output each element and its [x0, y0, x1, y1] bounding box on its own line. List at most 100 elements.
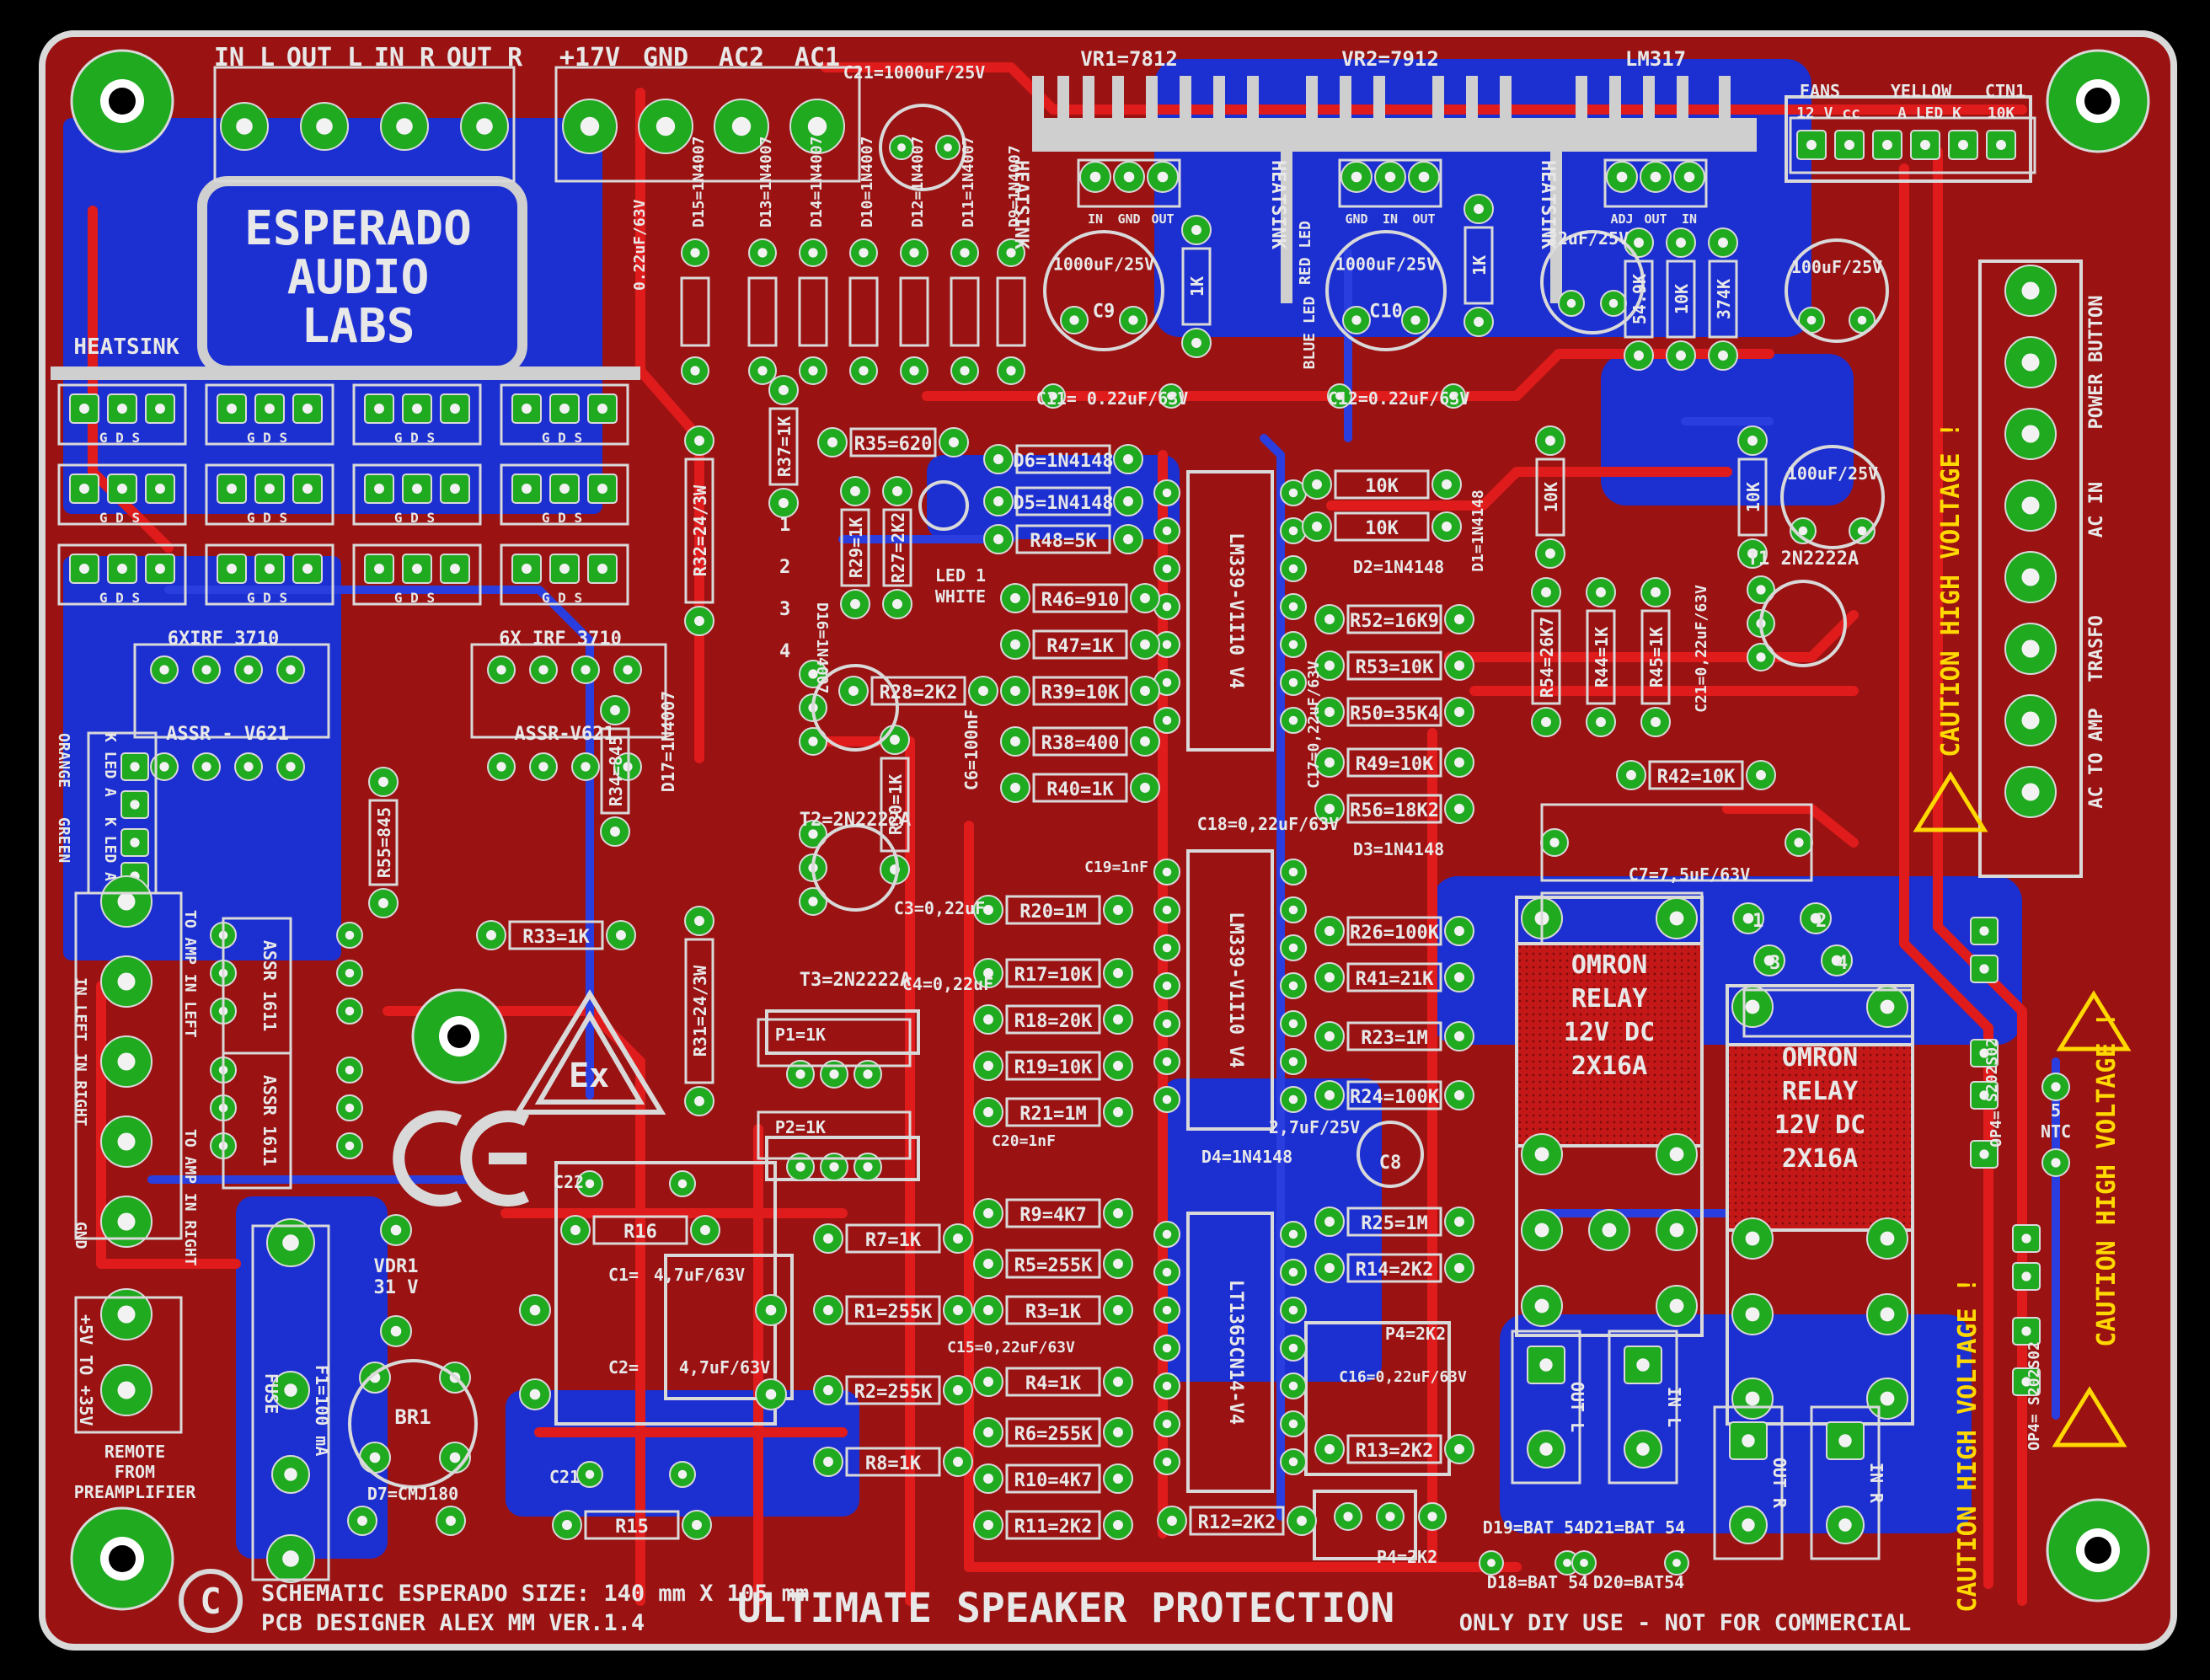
pad-hole [201, 762, 211, 771]
pad-hole [530, 1305, 541, 1316]
pad-hole [1289, 1420, 1298, 1429]
pad-hole [694, 436, 704, 446]
resistor-label: 374K [1714, 279, 1734, 319]
resistor-label: R47=1K [1046, 636, 1114, 657]
pad-hole [1163, 906, 1172, 915]
resistor-label: R44=1K [1592, 627, 1612, 688]
pad-hole [1163, 1344, 1172, 1353]
pad-hole [1113, 1107, 1123, 1117]
pad-hole [610, 827, 620, 837]
board-notice: ONLY DIY USE - NOT FOR COMMERCIAL [1459, 1610, 1911, 1636]
pad-hole [983, 1377, 993, 1387]
pad-hole [1545, 548, 1555, 559]
pad-hole [1567, 299, 1576, 308]
cap-label: 22uF/25V [1548, 228, 1629, 249]
terminal-label: IN L [214, 43, 275, 72]
pad-hole [1289, 982, 1298, 991]
pad-hole [1634, 350, 1644, 361]
part-label: BR1 [394, 1405, 431, 1429]
cap-label: C1= [608, 1265, 639, 1285]
pad-hole [1163, 1095, 1172, 1105]
pin-label: GND [1117, 211, 1140, 227]
pin-label: OUT [1412, 211, 1435, 227]
fuse-label: F1=100 mA [312, 1365, 332, 1456]
terminal-label: POWER BUTTON [2086, 296, 2107, 430]
pad-hole [1636, 1358, 1649, 1371]
pad-hole [808, 117, 827, 136]
pad-hole [378, 777, 388, 787]
pad-hole [284, 1468, 297, 1480]
pin-label: G D S [99, 430, 140, 446]
pad-hole [1746, 1392, 1760, 1406]
pad-hole [808, 896, 817, 906]
cap-label: C18=0,22uF/63V [1197, 814, 1340, 834]
cap-label: C9 [1093, 302, 1116, 323]
pad-hole [236, 118, 253, 135]
pad-hole [1636, 1442, 1649, 1455]
pad-hole [118, 1133, 136, 1151]
pad-hole [1113, 968, 1123, 978]
pad-hole [1289, 1382, 1298, 1391]
pad-hole [2021, 1233, 2031, 1243]
pad-hole [897, 143, 906, 152]
resistor-label: D6=1N4148 [1013, 451, 1113, 472]
pad-hole [450, 1453, 461, 1463]
pad-hole [1742, 1518, 1754, 1531]
resistor-label: 10K [1365, 518, 1399, 539]
connector-label: FROM [115, 1462, 155, 1482]
connector-label: IN R [1866, 1463, 1886, 1504]
pad-hole [586, 1470, 595, 1479]
pad-hole [597, 484, 607, 494]
pin-label: G D S [247, 430, 287, 446]
resistor-label: 10K [1672, 284, 1692, 314]
pad-hole [412, 484, 422, 494]
pad-hole [412, 404, 422, 414]
pad-hole [850, 599, 860, 609]
terminal-label: GND [643, 43, 688, 72]
pad-hole [779, 498, 789, 508]
relay-label: 2X16A [1782, 1144, 1858, 1174]
relay-label: OMRON [1571, 950, 1647, 980]
pad-hole [1385, 1511, 1394, 1521]
pad-hole [766, 1389, 777, 1400]
pad-hole [1979, 926, 1988, 935]
terminal-label: +17V [559, 43, 620, 72]
logo-text: LABS [302, 299, 415, 354]
pad-hole [2022, 282, 2040, 300]
pad-hole [1672, 1559, 1681, 1567]
terminal-label: AC1 [795, 43, 840, 72]
diode-label: D9=1N4007 [1006, 145, 1024, 227]
pad-hole [795, 1162, 805, 1171]
pad-hole [117, 404, 127, 414]
pad-hole [243, 762, 253, 771]
resistor-label: R11=2K2 [1014, 1517, 1093, 1538]
part-label: OP4= [1988, 1110, 2005, 1148]
pad-hole [1670, 912, 1684, 926]
connector-label: K LED A [101, 817, 119, 881]
cap-label: C11= 0.22uF/63V [1036, 388, 1189, 409]
pad-hole [983, 1208, 993, 1218]
connector-label: K LED A [101, 733, 119, 797]
resistor-label: R1=255K [854, 1302, 933, 1323]
pad-hole [953, 1233, 963, 1244]
pin-label: ADJ [1610, 211, 1633, 227]
cap-label: C16=0,22uF/63V [1339, 1368, 1467, 1386]
pad-hole [1113, 1305, 1123, 1315]
diode-label: D12=1N4007 [909, 136, 927, 227]
pad-hole [1670, 1223, 1684, 1238]
pad-hole [227, 484, 237, 494]
pad-hole [1920, 140, 1930, 150]
pad-hole [1324, 1090, 1335, 1100]
part-label: VDR1 [374, 1256, 419, 1277]
pad-hole [1838, 1434, 1851, 1447]
pad-hole [823, 1385, 833, 1395]
resistor-label: 1K [1187, 276, 1207, 297]
pad-hole [700, 1225, 710, 1235]
pad-hole [570, 1225, 581, 1235]
pad-hole [79, 404, 89, 414]
pad-hole [1113, 1377, 1123, 1387]
pad-hole [1140, 783, 1150, 793]
diode-label: D10=1N4007 [859, 136, 876, 227]
pad-hole [538, 762, 548, 771]
pad-hole [302, 404, 313, 414]
